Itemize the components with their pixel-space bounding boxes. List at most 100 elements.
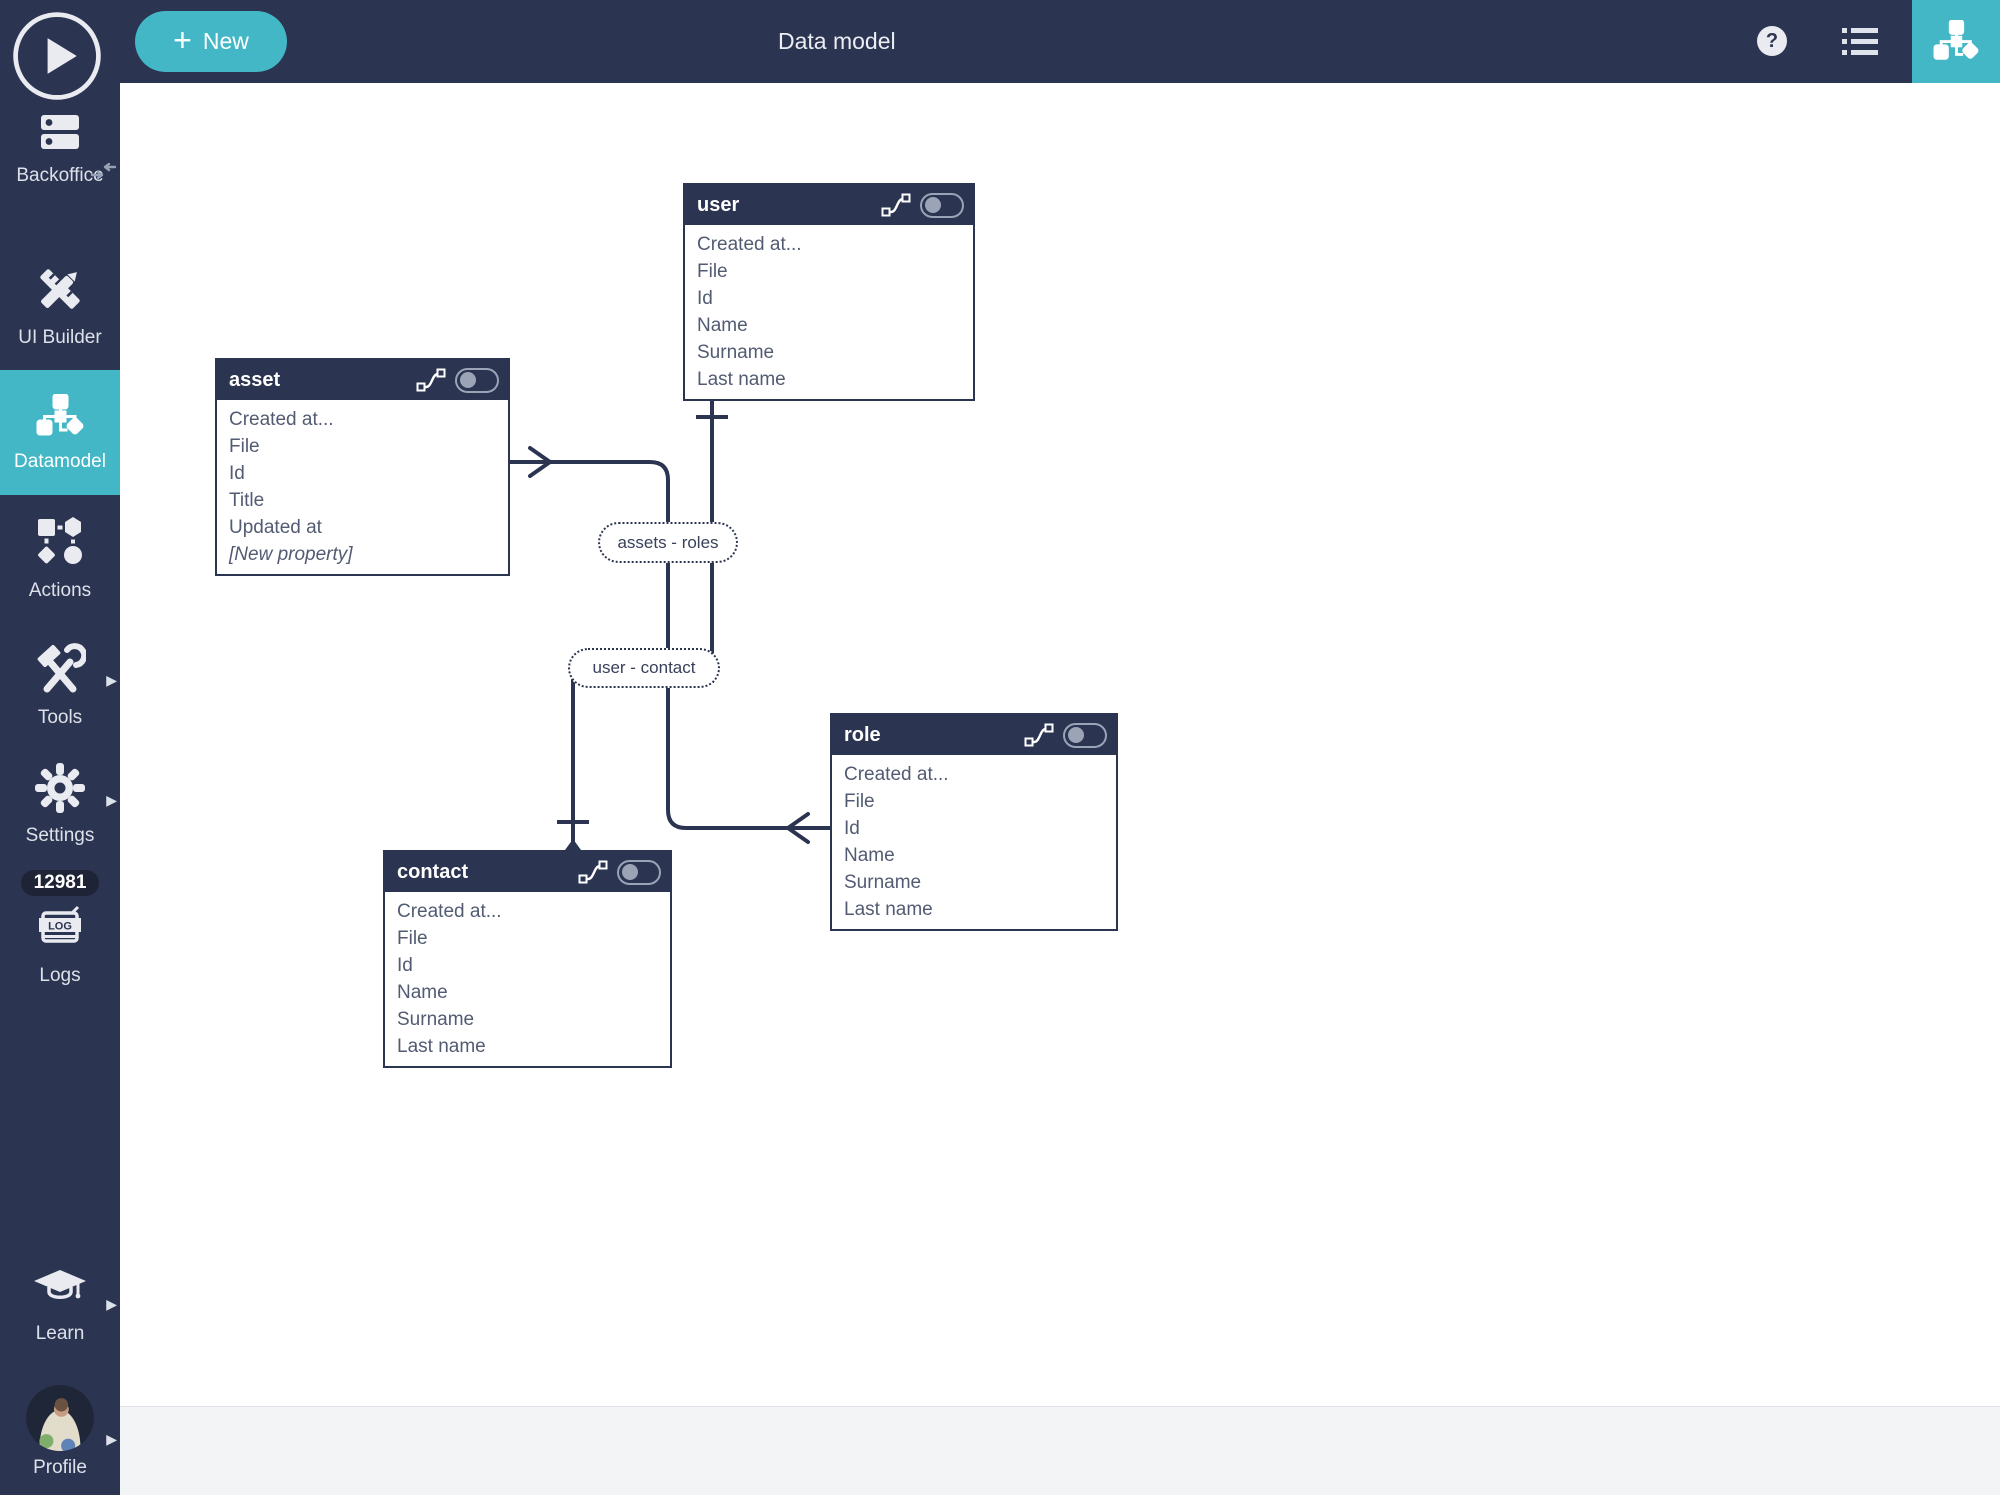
arrowhead-asset	[528, 446, 552, 478]
field-row[interactable]: Name	[844, 845, 895, 866]
field-row[interactable]: Id	[229, 463, 245, 484]
sidebar-item-actions[interactable]: Actions	[0, 515, 120, 601]
relationship-label-user-contact[interactable]: user - contact	[568, 648, 720, 688]
sidebar-item-label: Actions	[28, 580, 92, 601]
relationship-icon[interactable]	[881, 193, 911, 217]
log-icon: LOG	[34, 904, 86, 959]
field-row[interactable]: Id	[697, 288, 713, 309]
list-icon	[1842, 28, 1878, 55]
relationship-icon[interactable]	[416, 368, 446, 392]
sidebar-item-learn[interactable]: Learn ▶	[0, 1268, 120, 1344]
entity-asset[interactable]: asset Created at... File Id Title Update…	[215, 358, 510, 576]
sidebar-item-settings[interactable]: Settings ▶	[0, 762, 120, 846]
sidebar-item-label: Profile	[33, 1457, 87, 1478]
field-row[interactable]: File	[397, 928, 428, 949]
field-row[interactable]: Created at...	[844, 764, 949, 785]
field-row[interactable]: Id	[397, 955, 413, 976]
field-row[interactable]: Last name	[697, 369, 786, 390]
entity-fields: Created at... File Id Name Surname Last …	[385, 892, 670, 1066]
play-icon	[13, 12, 101, 100]
entity-header[interactable]: role	[832, 715, 1116, 755]
chevron-right-icon: ▶	[106, 1431, 117, 1447]
entity-toggle[interactable]	[1063, 722, 1107, 748]
schema-view-button[interactable]	[1912, 0, 2000, 83]
datamodel-canvas[interactable]: user Created at... File Id Name Surname …	[120, 83, 2000, 1407]
field-row[interactable]: Surname	[697, 342, 775, 363]
sidebar: Backoffice	[0, 0, 120, 1495]
sidebar-item-backoffice[interactable]: Backoffice	[0, 112, 120, 186]
field-row[interactable]: Created at...	[229, 409, 334, 430]
field-row[interactable]: Name	[397, 982, 448, 1003]
entity-header[interactable]: user	[685, 185, 973, 225]
anchor-contact	[565, 839, 581, 850]
actions-icon	[34, 515, 86, 574]
entity-contact[interactable]: contact Created at... File Id Name Surna…	[383, 850, 672, 1068]
entity-fields: Created at... File Id Title Updated at […	[217, 400, 508, 574]
field-row[interactable]: Surname	[397, 1009, 475, 1030]
entity-user[interactable]: user Created at... File Id Name Surname …	[683, 183, 975, 401]
arrowhead-role	[786, 812, 810, 844]
field-row[interactable]: File	[229, 436, 260, 457]
entity-fields: Created at... File Id Name Surname Last …	[685, 225, 973, 399]
datamodel-icon	[35, 393, 85, 445]
entity-header[interactable]: asset	[217, 360, 508, 400]
field-row[interactable]: Updated at	[229, 517, 322, 538]
field-row[interactable]: Surname	[844, 872, 922, 893]
new-button-label: New	[202, 28, 249, 54]
gear-icon	[34, 762, 86, 819]
sidebar-item-label: Datamodel	[14, 450, 106, 472]
sidebar-item-label: UI Builder	[18, 327, 102, 348]
backoffice-icon	[37, 112, 83, 159]
new-property-row[interactable]: [New property]	[229, 544, 353, 565]
profile-avatar	[26, 1385, 94, 1451]
bottom-bar	[120, 1406, 2000, 1495]
entity-toggle[interactable]	[455, 367, 499, 393]
sidebar-item-label: Backoffice	[16, 165, 104, 186]
field-row[interactable]: Created at...	[697, 234, 802, 255]
chevron-right-icon: ▶	[106, 672, 117, 688]
list-view-button[interactable]	[1842, 27, 1878, 61]
field-row[interactable]: Created at...	[397, 901, 502, 922]
relationship-icon[interactable]	[1024, 723, 1054, 747]
page-title: Data model	[778, 28, 896, 54]
tools-icon	[34, 642, 88, 701]
sidebar-item-label: Logs	[39, 965, 81, 986]
relationship-label-assets-roles[interactable]: assets - roles	[598, 522, 738, 563]
field-row[interactable]: Title	[229, 490, 265, 511]
svg-text:LOG: LOG	[48, 921, 72, 933]
chevron-right-icon: ▶	[106, 1296, 117, 1312]
graduation-cap-icon	[32, 1268, 88, 1317]
sidebar-item-logs[interactable]: 12981 LOG Logs	[0, 870, 120, 986]
field-row[interactable]: Name	[697, 315, 748, 336]
sidebar-item-label: Tools	[37, 707, 83, 728]
new-button[interactable]: + New	[135, 11, 287, 72]
plus-icon: +	[173, 22, 192, 58]
entity-role[interactable]: role Created at... File Id Name Surname …	[830, 713, 1118, 931]
relationship-icon[interactable]	[578, 860, 608, 884]
entity-fields: Created at... File Id Name Surname Last …	[832, 755, 1116, 929]
collapse-sidebar-icon[interactable]	[90, 160, 117, 187]
field-row[interactable]: Id	[844, 818, 860, 839]
sidebar-item-label: Learn	[35, 1323, 85, 1344]
sidebar-item-profile[interactable]: Profile ▶	[0, 1385, 120, 1478]
entity-toggle[interactable]	[920, 192, 964, 218]
sidebar-item-ui-builder[interactable]: UI Builder	[0, 262, 120, 348]
help-button[interactable]: ?	[1757, 26, 1787, 56]
field-row[interactable]: Last name	[844, 899, 933, 920]
sidebar-item-label: Settings	[25, 825, 95, 846]
field-row[interactable]: File	[697, 261, 728, 282]
app-logo-play-button[interactable]	[9, 8, 105, 104]
entity-toggle[interactable]	[617, 859, 661, 885]
entity-header[interactable]: contact	[385, 852, 670, 892]
sidebar-item-tools[interactable]: Tools ▶	[0, 642, 120, 728]
datamodel-icon	[1933, 19, 1979, 60]
entity-title: role	[844, 723, 881, 746]
field-row[interactable]: File	[844, 791, 875, 812]
logs-count-badge: 12981	[20, 870, 100, 896]
entity-title: user	[697, 193, 740, 216]
sidebar-item-datamodel[interactable]: Datamodel	[0, 370, 120, 495]
field-row[interactable]: Last name	[397, 1036, 486, 1057]
chevron-right-icon: ▶	[106, 792, 117, 808]
entity-title: asset	[229, 368, 281, 391]
